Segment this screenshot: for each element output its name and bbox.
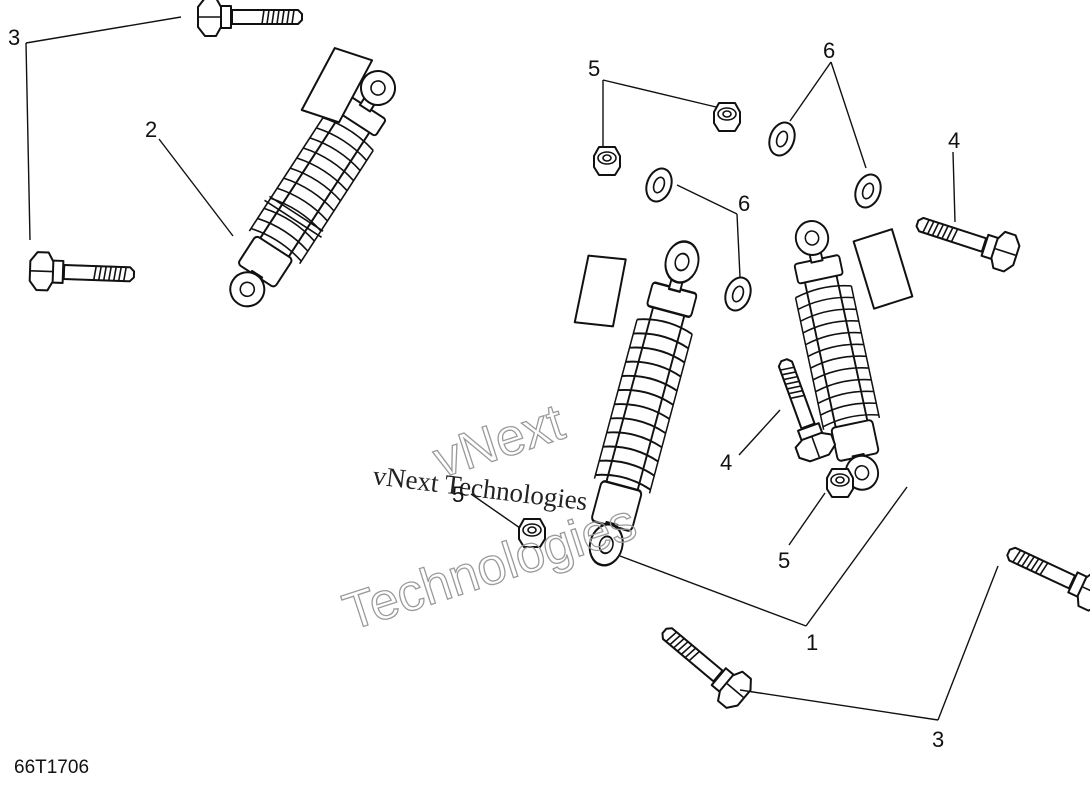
bolt-right-upper	[910, 204, 1024, 275]
callout-6-top: 6	[823, 38, 835, 63]
callout-1: 1	[806, 630, 818, 655]
washer-top	[763, 117, 801, 161]
drawing-code: 66T1706	[14, 757, 89, 778]
bolt-left	[28, 250, 136, 295]
watermark: vNext Technologies vNext Technologies	[336, 392, 644, 642]
bolt-right-lower	[999, 534, 1090, 615]
washer-right	[849, 169, 887, 213]
nut-top-left	[593, 146, 621, 176]
bolt-top-left	[197, 0, 303, 37]
callout-6-middle: 6	[738, 191, 750, 216]
callout-4-right: 4	[948, 128, 960, 153]
watermark-technologies: Technologies	[336, 493, 643, 642]
callout-5-middle: 5	[778, 548, 790, 573]
callout-2: 2	[145, 117, 157, 142]
shock-absorber-left	[211, 47, 414, 321]
washer-middle	[719, 272, 757, 316]
leader-lines	[25, 16, 999, 721]
callout-5-top: 5	[588, 56, 600, 81]
shock-absorber-center	[572, 233, 717, 574]
callout-4-middle: 4	[720, 450, 732, 475]
nut-middle	[826, 468, 854, 498]
callout-3-top-left: 3	[8, 25, 20, 50]
callout-3-bottom-right: 3	[932, 727, 944, 752]
washer-left	[640, 163, 678, 207]
bolt-bottom	[651, 615, 758, 714]
shock-absorber-right	[779, 214, 914, 497]
nut-top-right	[713, 102, 741, 132]
callout-5-lower: 5	[452, 482, 464, 507]
